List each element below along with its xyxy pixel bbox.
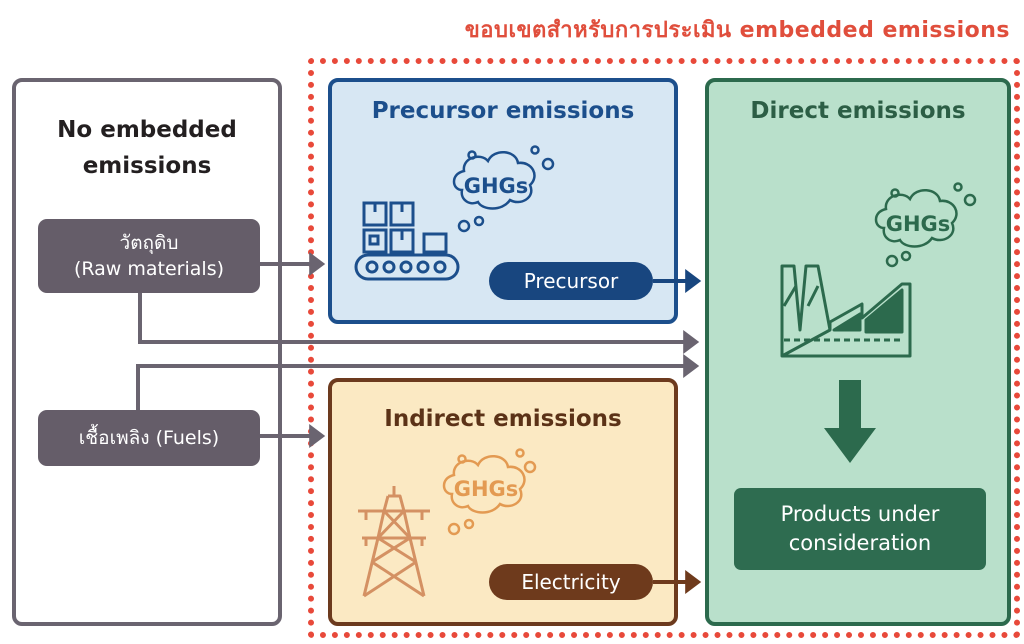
fuel-to-direct-arrow <box>136 354 700 410</box>
indirect-ghg-label: GHGs <box>454 477 519 501</box>
direct-emissions-title: Direct emissions <box>750 98 966 124</box>
power-tower-icon <box>358 486 430 598</box>
direct-ghg-label: GHGs <box>886 212 951 236</box>
precursor-ghg-label: GHGs <box>464 174 529 198</box>
raw-to-direct-arrow <box>138 293 700 354</box>
raw-materials-input: วัตถุดิบ (Raw materials) <box>38 219 260 293</box>
indirect-emissions-title: Indirect emissions <box>384 406 622 432</box>
down-arrow-icon <box>824 380 876 463</box>
products-under-consideration: Products under consideration <box>734 488 986 570</box>
no-embedded-emissions-box <box>12 78 282 626</box>
cloud-icon <box>452 145 555 233</box>
cloud-icon <box>874 182 977 268</box>
precursor-output: Precursor <box>489 262 653 300</box>
embedded-emissions-boundary <box>308 58 1020 638</box>
factory-icon <box>780 264 912 358</box>
precursor-emissions-title: Precursor emissions <box>371 98 635 124</box>
boxes-conveyor-icon <box>354 201 460 281</box>
electricity-output: Electricity <box>489 564 653 600</box>
fuels-input: เชื้อเพลิง (Fuels) <box>38 410 260 466</box>
cloud-icon <box>442 448 537 536</box>
no-embedded-title: No embedded emissions <box>57 117 237 179</box>
boundary-title: ขอบเขตสำหรับการประเมิน embedded emission… <box>464 18 1010 43</box>
